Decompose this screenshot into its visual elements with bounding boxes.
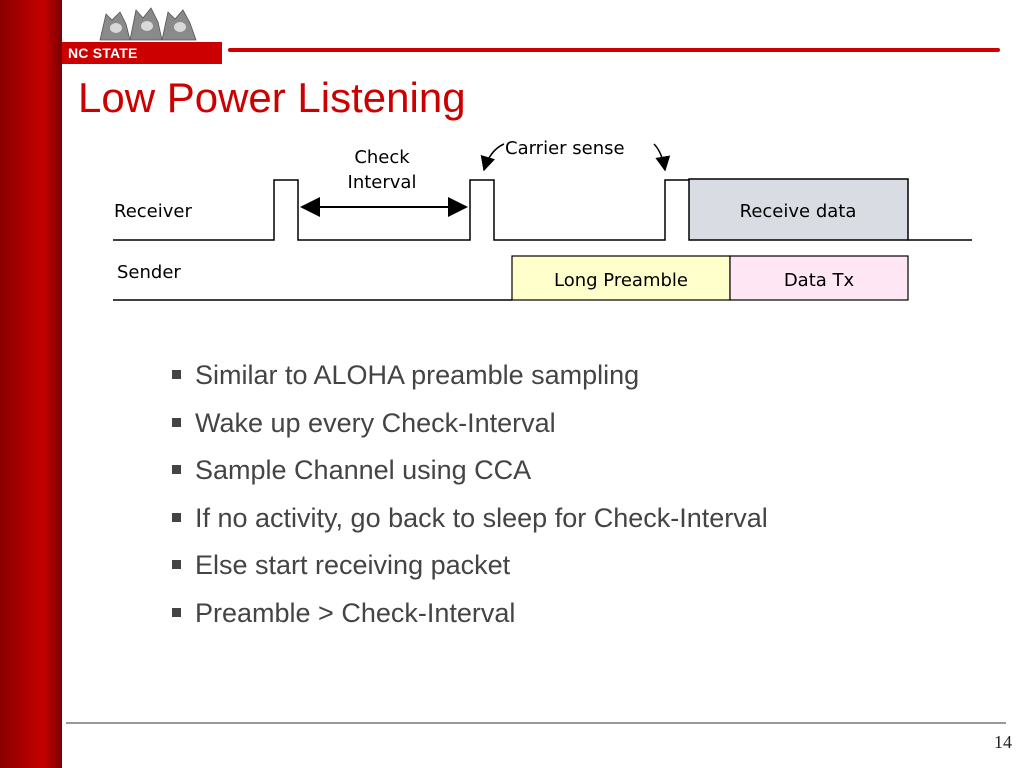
footer-rule xyxy=(66,722,1006,724)
bullet-text: If no activity, go back to sleep for Che… xyxy=(195,502,768,533)
bullet-item: Similar to ALOHA preamble sampling xyxy=(170,352,768,400)
slide-title: Low Power Listening xyxy=(78,74,466,121)
bullet-text: Else start receiving packet xyxy=(195,550,511,580)
carrier-sense-arrow-left xyxy=(480,143,505,172)
lpl-timing-diagram: Receive data Long Preamble Data Tx Recei… xyxy=(113,138,972,301)
bullet-item: Preamble > Check-Interval xyxy=(170,590,768,638)
data-tx-box xyxy=(729,255,909,301)
bullet-item: Sample Channel using CCA xyxy=(170,447,768,495)
receive-data-label: Receive data xyxy=(740,201,857,222)
square-bullet-icon xyxy=(172,512,181,522)
receive-data-box xyxy=(688,178,909,241)
square-bullet-icon xyxy=(172,607,181,617)
bullet-item: Else start receiving packet xyxy=(170,542,768,590)
sender-label: Sender xyxy=(117,262,181,283)
bullet-text: Preamble > Check-Interval xyxy=(195,597,516,628)
receiver-label: Receiver xyxy=(114,201,192,222)
bullet-item: If no activity, go back to sleep for Che… xyxy=(170,495,768,543)
long-preamble-label: Long Preamble xyxy=(554,270,688,291)
carrier-sense-arrow-right xyxy=(653,143,671,172)
bullet-list: Similar to ALOHA preamble sampling Wake … xyxy=(170,352,768,637)
bullet-text: Wake up every Check-Interval xyxy=(195,407,556,438)
square-bullet-icon xyxy=(172,417,181,427)
square-bullet-icon xyxy=(172,370,181,379)
logo-banner: NC STATE UNIVERSITY xyxy=(62,42,222,83)
page-number: 14 xyxy=(994,732,1012,752)
carrier-sense-label: Carrier sense xyxy=(505,138,625,159)
check-interval-line1: Check xyxy=(354,147,410,168)
university-logo: NC STATE UNIVERSITY xyxy=(62,0,227,83)
bullet-text: Similar to ALOHA preamble sampling xyxy=(195,360,640,390)
header-rule xyxy=(228,48,1000,52)
sidebar-decoration xyxy=(0,0,62,768)
check-interval-line2: Interval xyxy=(348,172,417,193)
data-tx-label: Data Tx xyxy=(784,270,855,291)
square-bullet-icon xyxy=(172,465,181,474)
bullet-item: Wake up every Check-Interval xyxy=(170,400,768,448)
wolf-heads-icon xyxy=(99,7,197,41)
square-bullet-icon xyxy=(172,560,181,569)
receiver-timeline xyxy=(113,179,689,241)
bullet-text: Sample Channel using CCA xyxy=(195,455,532,485)
